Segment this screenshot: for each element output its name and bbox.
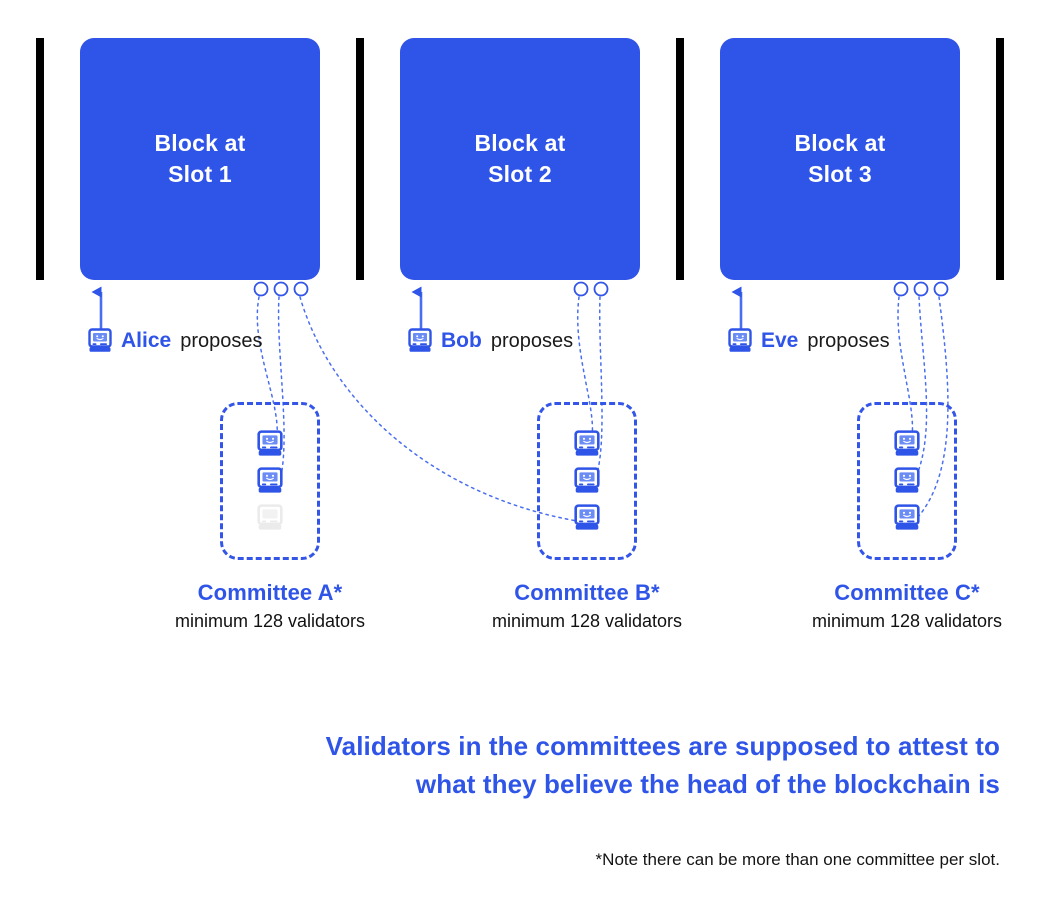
classic-mac-computer-icon <box>728 328 752 354</box>
attestation-circle-s2-a <box>573 281 589 297</box>
attestation-circles <box>253 281 949 297</box>
committee-caption-b: Committee B* minimum 128 validators <box>427 580 747 632</box>
slot-separator-left <box>36 38 44 280</box>
validator-icon-active[interactable] <box>257 467 283 495</box>
committee-caption-a: Committee A* minimum 128 validators <box>110 580 430 632</box>
committee-caption-c: Committee C* minimum 128 validators <box>747 580 1040 632</box>
validator-icon-active[interactable] <box>574 430 600 458</box>
footnote: *Note there can be more than one committ… <box>595 850 1000 869</box>
proposer-name-slot-1: Alice <box>121 329 172 352</box>
attestation-circle-s3-c <box>933 281 949 297</box>
committee-b-subtitle: minimum 128 validators <box>491 611 683 631</box>
validator-icon-inactive[interactable] <box>257 504 283 532</box>
slot-separator-right <box>996 38 1004 280</box>
proposer-row-slot-1: Alice proposes <box>88 328 262 354</box>
proposer-row-slot-2: Bob proposes <box>408 328 573 354</box>
proposer-name-slot-3: Eve <box>761 329 799 352</box>
block-slot-1-label-line1: Block at <box>154 129 246 156</box>
validator-icon-active[interactable] <box>894 504 920 532</box>
block-slot-2-label-line2: Slot 2 <box>488 161 552 187</box>
slot-separator-2-3 <box>676 38 684 280</box>
validator-icon-active[interactable] <box>257 430 283 458</box>
attestation-circle-s1-a <box>253 281 269 297</box>
summary-statement-line1: Validators in the committees are suppose… <box>325 731 1000 761</box>
block-slot-1[interactable]: Block at Slot 1 <box>80 38 320 280</box>
committee-box-b[interactable] <box>537 402 637 560</box>
block-slot-3-label-line1: Block at <box>794 129 886 156</box>
proposer-name-slot-2: Bob <box>441 329 482 352</box>
block-slot-2[interactable]: Block at Slot 2 <box>400 38 640 280</box>
block-slot-1-label-line2: Slot 1 <box>168 161 232 187</box>
committee-c-validator-stack <box>860 405 954 557</box>
committee-a-title: Committee A* <box>197 580 343 605</box>
summary-statement-line2: what they believe the head of the blockc… <box>415 768 1000 799</box>
classic-mac-computer-icon <box>408 328 432 354</box>
attestation-circle-s2-b <box>593 281 609 297</box>
validator-icon-active[interactable] <box>894 430 920 458</box>
proposer-row-slot-3: Eve proposes <box>728 328 890 354</box>
committee-a-validator-stack <box>223 405 317 557</box>
validator-icon-active[interactable] <box>574 504 600 532</box>
block-slot-2-label-line1: Block at <box>474 129 566 156</box>
proposer-verb-slot-2: proposes <box>490 329 574 352</box>
committee-box-a[interactable] <box>220 402 320 560</box>
proposer-arrows <box>91 286 743 330</box>
classic-mac-computer-icon <box>88 328 112 354</box>
block-slot-3[interactable]: Block at Slot 3 <box>720 38 960 280</box>
committee-b-validator-stack <box>540 405 634 557</box>
committee-box-c[interactable] <box>857 402 957 560</box>
committee-b-title: Committee B* <box>514 580 660 605</box>
committee-a-subtitle: minimum 128 validators <box>174 611 366 631</box>
committee-c-subtitle: minimum 128 validators <box>811 611 1003 631</box>
attestation-circle-s1-c <box>293 281 309 297</box>
committee-c-title: Committee C* <box>834 580 980 605</box>
attestation-circle-s3-b <box>913 281 929 297</box>
slot-separator-1-2 <box>356 38 364 280</box>
attestation-circle-s1-b <box>273 281 289 297</box>
block-slot-3-label-line2: Slot 3 <box>808 161 872 187</box>
validator-icon-active[interactable] <box>574 467 600 495</box>
validator-icon-active[interactable] <box>894 467 920 495</box>
summary-statement: Validators in the committees are suppose… <box>0 728 1000 804</box>
proposer-verb-slot-1: proposes <box>180 329 263 352</box>
attestation-circle-s3-a <box>893 281 909 297</box>
proposer-verb-slot-3: proposes <box>807 329 890 352</box>
